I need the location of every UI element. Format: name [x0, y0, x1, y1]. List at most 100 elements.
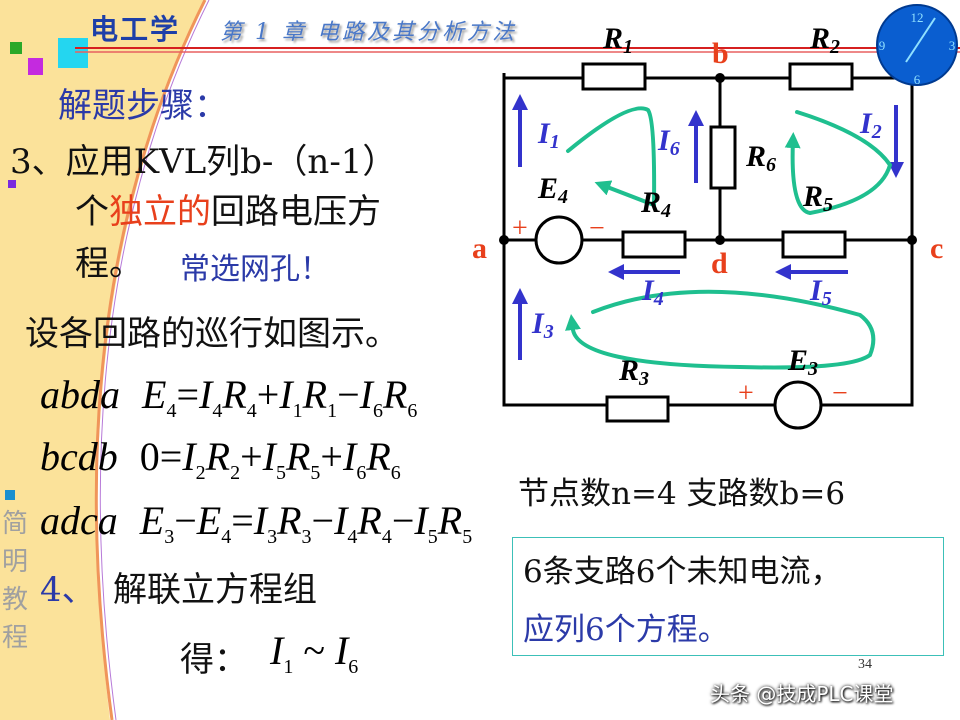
sub: 6 — [348, 656, 359, 678]
label-i3: I3 — [531, 307, 554, 343]
equation-term: E — [196, 498, 222, 543]
equation-term: + — [240, 434, 263, 479]
equation-term: R — [382, 372, 408, 417]
equation-term: I — [262, 434, 276, 479]
result-range: I1 ~ I6 — [270, 628, 358, 690]
step3-line1: 3、应用KVL列b-（n-1） — [10, 142, 397, 182]
resistor-r2 — [788, 62, 854, 91]
equation-subscript: 5 — [462, 526, 473, 548]
equation-term: − — [174, 498, 197, 543]
summary-box: 6条支路6个未知电流， 应列6个方程。 — [512, 537, 944, 656]
equation-term: R — [437, 498, 463, 543]
equation-subscript: 2 — [195, 462, 206, 484]
label-i5: I5 — [809, 274, 832, 310]
course-title: 电工学 — [90, 13, 181, 46]
resistor-r5 — [781, 230, 847, 259]
source-e3 — [773, 380, 823, 430]
node-d-dot — [715, 235, 725, 245]
equation-subscript: 1 — [292, 400, 303, 422]
equation-term: R — [277, 498, 302, 543]
equation-term: E — [142, 372, 167, 417]
equation-term: 0 — [139, 434, 160, 479]
equation-subscript: 5 — [427, 526, 438, 548]
emphasis-text: 独立的 — [109, 192, 211, 232]
equation-subscript: 3 — [267, 526, 278, 548]
chapter-title: 第 1 章 电路及其分析方法 — [220, 20, 517, 45]
equation-subscript: 4 — [221, 526, 232, 548]
equation-term: R — [222, 372, 247, 417]
sidebar-char: 教 — [2, 585, 29, 615]
e3-minus-sign: − — [832, 378, 848, 409]
equation-subscript: 4 — [347, 526, 358, 548]
label-r5: R5 — [802, 180, 833, 216]
label-r1: R1 — [602, 22, 633, 58]
equation-subscript: 6 — [407, 400, 418, 422]
equation-term: − — [311, 498, 335, 543]
node-a-dot — [499, 235, 509, 245]
sidebar-char: 程 — [2, 623, 29, 653]
equation-subscript: 4 — [212, 400, 223, 422]
tilde: ~ — [303, 628, 325, 673]
label-i6: I6 — [657, 124, 680, 160]
equation-term: I — [342, 434, 357, 479]
equation-term: R — [302, 372, 328, 417]
clock-number: 3 — [949, 38, 956, 53]
clock-number: 6 — [914, 72, 921, 87]
sidebar-vertical-text: 简 明 教 程 — [2, 505, 32, 657]
equation-subscript: 6 — [372, 400, 383, 422]
clock-number: 12 — [911, 10, 924, 25]
equation-term: − — [337, 372, 360, 417]
result-label: 得： — [180, 640, 248, 680]
clock-icon: 12 3 6 9 — [876, 4, 958, 87]
equation-term: I — [334, 498, 348, 543]
equation-subscript: 2 — [230, 462, 241, 484]
equation-term: = — [231, 498, 254, 543]
sidebar-char: 明 — [2, 547, 29, 577]
equation-term: I — [279, 372, 293, 417]
resistor-r4 — [621, 230, 687, 259]
label-e4: E4 — [537, 172, 568, 208]
sidebar-char: 简 — [2, 509, 29, 539]
heading: 解题步骤： — [58, 86, 228, 126]
var: I — [334, 628, 349, 673]
e4-plus-sign: + — [512, 213, 528, 244]
label-r4: R4 — [640, 186, 671, 222]
text: 回路电压方 — [211, 192, 381, 232]
e4-minus-sign: − — [589, 213, 605, 244]
equation-term: + — [320, 434, 343, 479]
watermark: 头条 @技成PLC课堂 — [710, 682, 894, 706]
step4-text: 解联立方程组 — [113, 570, 317, 610]
equation-term: R — [285, 434, 311, 479]
loops-text: 设各回路的巡行如图示。 — [25, 314, 399, 354]
node-label-c: c — [930, 232, 943, 265]
equation-subscript: 6 — [390, 462, 401, 484]
node-label-a: a — [472, 232, 487, 265]
equation-term: R — [205, 434, 231, 479]
equation-term: R — [366, 434, 391, 479]
equation-term: I — [253, 498, 268, 543]
resistor-r1 — [581, 62, 647, 91]
text: 个 — [75, 192, 109, 232]
label-r2: R2 — [809, 22, 840, 58]
equation-term: = — [176, 372, 199, 417]
label-r3: R3 — [618, 354, 649, 390]
var: I — [270, 628, 284, 673]
loop-adca — [565, 289, 876, 370]
equation-term: + — [256, 372, 280, 417]
sub: 1 — [283, 656, 294, 678]
node-branch-counts: 节点数n=4 支路数b=6 — [518, 476, 846, 512]
step3-line3: 程。 — [75, 244, 143, 284]
summary-line2: 应列6个方程。 — [523, 612, 729, 648]
label-r6: R6 — [745, 140, 776, 176]
equation-subscript: 4 — [246, 400, 257, 422]
equation-subscript: 3 — [301, 526, 312, 548]
equation-subscript: 5 — [275, 462, 286, 484]
step3-line2: 个独立的回路电压方 — [75, 184, 381, 233]
source-e4 — [534, 215, 584, 265]
e3-plus-sign: + — [738, 378, 754, 409]
